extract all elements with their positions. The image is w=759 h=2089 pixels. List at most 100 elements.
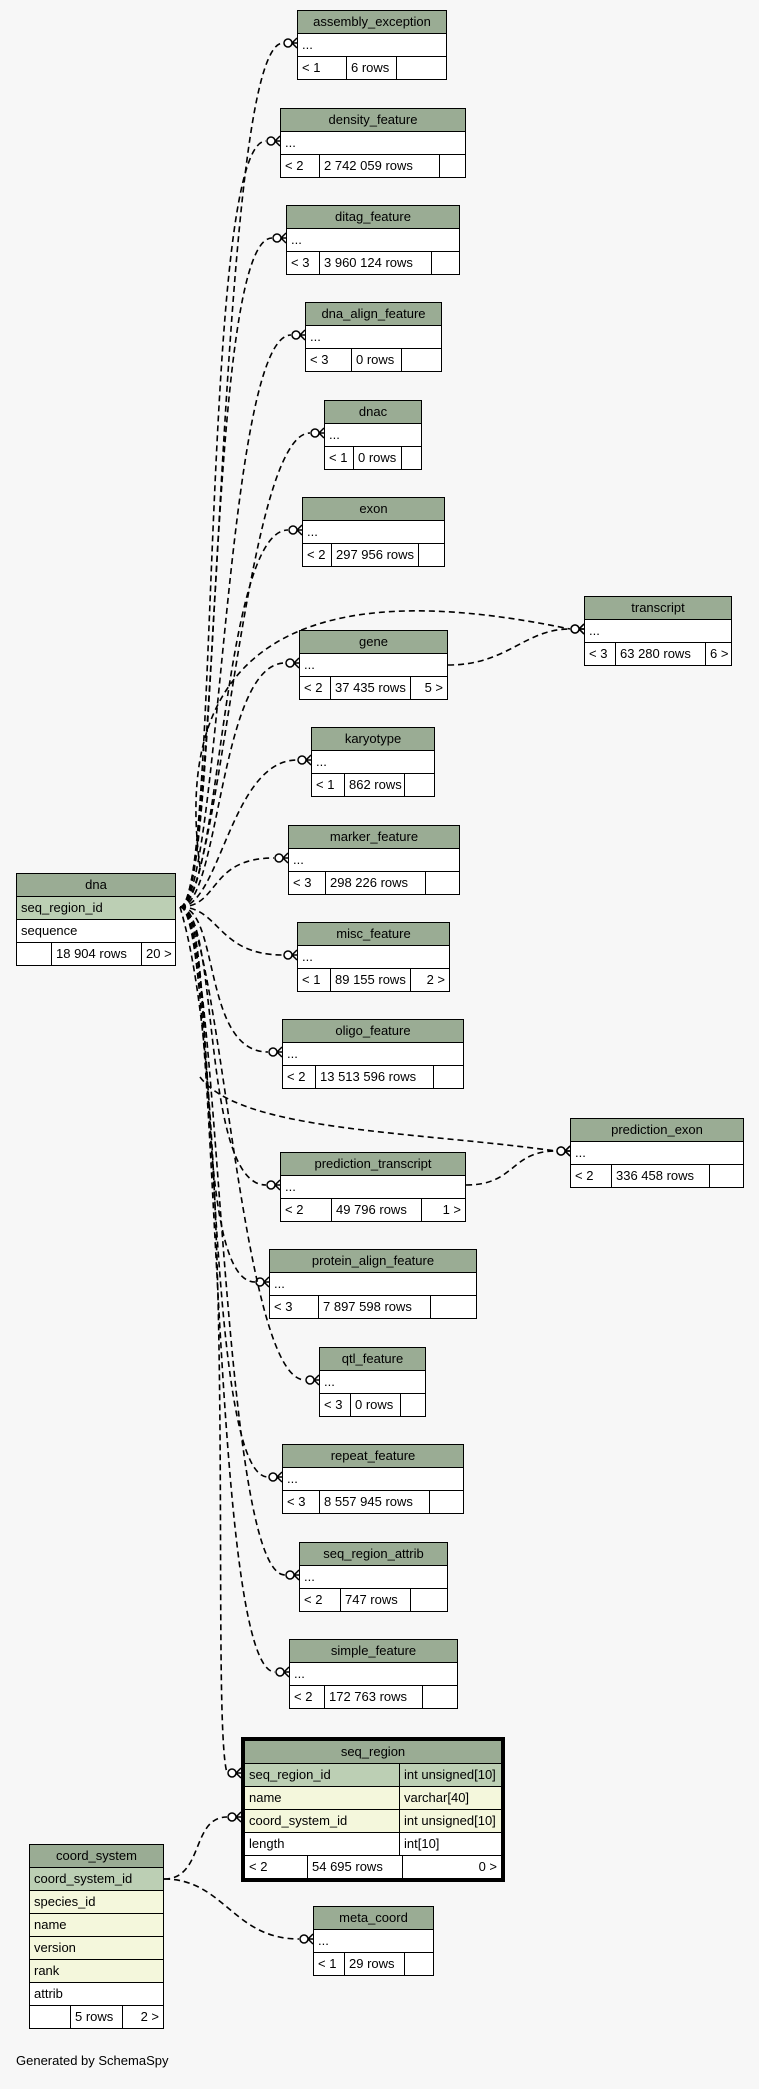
parent-count: < 3 xyxy=(287,1494,306,1509)
row-count: 172 763 rows xyxy=(324,1686,422,1708)
edge-dna-repeat-feature xyxy=(179,906,269,1478)
parent-count: < 2 xyxy=(285,1202,304,1217)
column-name: ... xyxy=(575,1145,586,1160)
column-name: seq_region_id xyxy=(17,897,175,919)
edge-coord-system-meta-coord xyxy=(163,1878,300,1940)
table-title[interactable]: transcript xyxy=(585,597,731,620)
column-name: seq_region_id xyxy=(245,1764,399,1786)
table-title[interactable]: seq_region_attrib xyxy=(300,1543,447,1566)
many-end-crowfoot xyxy=(280,232,287,244)
table-title[interactable]: simple_feature xyxy=(290,1640,457,1663)
table-title[interactable]: dna_align_feature xyxy=(306,303,441,326)
column-row: ... xyxy=(303,521,444,544)
edge-dna-assembly-exception xyxy=(179,42,284,908)
column-name: name xyxy=(245,1787,399,1809)
table-title[interactable]: dna xyxy=(17,874,175,897)
edge-dna-seq-region-attrib xyxy=(179,906,286,1576)
table-title[interactable]: coord_system xyxy=(30,1845,163,1868)
many-end-crowfoot xyxy=(305,754,312,766)
column-row: ... xyxy=(298,34,446,57)
child-count xyxy=(404,1953,433,1975)
many-end-crowfoot xyxy=(564,1145,571,1157)
row-count: 54 695 rows xyxy=(307,1856,402,1878)
column-row: ... xyxy=(300,1566,447,1589)
row-count: 2 742 059 rows xyxy=(319,155,439,177)
table-title[interactable]: karyotype xyxy=(312,728,434,751)
table-title[interactable]: marker_feature xyxy=(289,826,459,849)
table-title[interactable]: repeat_feature xyxy=(283,1445,463,1468)
column-type: varchar[40] xyxy=(399,1787,501,1809)
table-title[interactable]: misc_feature xyxy=(298,923,449,946)
column-name: ... xyxy=(287,1471,298,1486)
many-end-crowfoot xyxy=(291,37,298,49)
edge-coord-system-seq-region xyxy=(163,1816,228,1880)
table-title[interactable]: qtl_feature xyxy=(320,1348,425,1371)
column-name: name xyxy=(30,1914,163,1936)
row-count: 89 155 rows xyxy=(330,969,410,991)
many-end-crowfoot xyxy=(293,1569,300,1581)
table-title[interactable]: assembly_exception xyxy=(298,11,446,34)
edge-dna-karyotype xyxy=(179,759,298,908)
child-count xyxy=(430,1296,476,1318)
zero-end-circle xyxy=(272,233,282,243)
table-title[interactable]: density_feature xyxy=(281,109,465,132)
row-count: 18 904 rows xyxy=(51,943,141,965)
table-title[interactable]: oligo_feature xyxy=(283,1020,463,1043)
table-title[interactable]: meta_coord xyxy=(314,1907,433,1930)
column-name: version xyxy=(30,1937,163,1959)
table-title[interactable]: prediction_exon xyxy=(571,1119,743,1142)
child-count xyxy=(418,544,444,566)
column-name: ... xyxy=(307,524,318,539)
row-count: 747 rows xyxy=(340,1589,410,1611)
column-row: version xyxy=(30,1937,163,1960)
child-count: 0 > xyxy=(402,1856,501,1878)
column-row: ... xyxy=(320,1371,425,1394)
table-title[interactable]: prediction_transcript xyxy=(281,1153,465,1176)
zero-end-circle xyxy=(288,525,298,535)
table-title[interactable]: protein_align_feature xyxy=(270,1250,476,1273)
table-title[interactable]: exon xyxy=(303,498,444,521)
many-end-crowfoot xyxy=(299,329,306,341)
parent-count: < 2 xyxy=(575,1168,594,1183)
table-title[interactable]: gene xyxy=(300,631,447,654)
table-title[interactable]: seq_region xyxy=(245,1741,501,1764)
edge-dna-marker-feature xyxy=(179,857,275,908)
table-title[interactable]: ditag_feature xyxy=(287,206,459,229)
column-name: ... xyxy=(287,1046,298,1061)
column-row: rank xyxy=(30,1960,163,1983)
zero-end-circle xyxy=(285,1570,295,1580)
column-row: attrib xyxy=(30,1983,163,2006)
table-title[interactable]: dnac xyxy=(325,401,421,424)
row-count: 3 960 124 rows xyxy=(319,252,431,274)
